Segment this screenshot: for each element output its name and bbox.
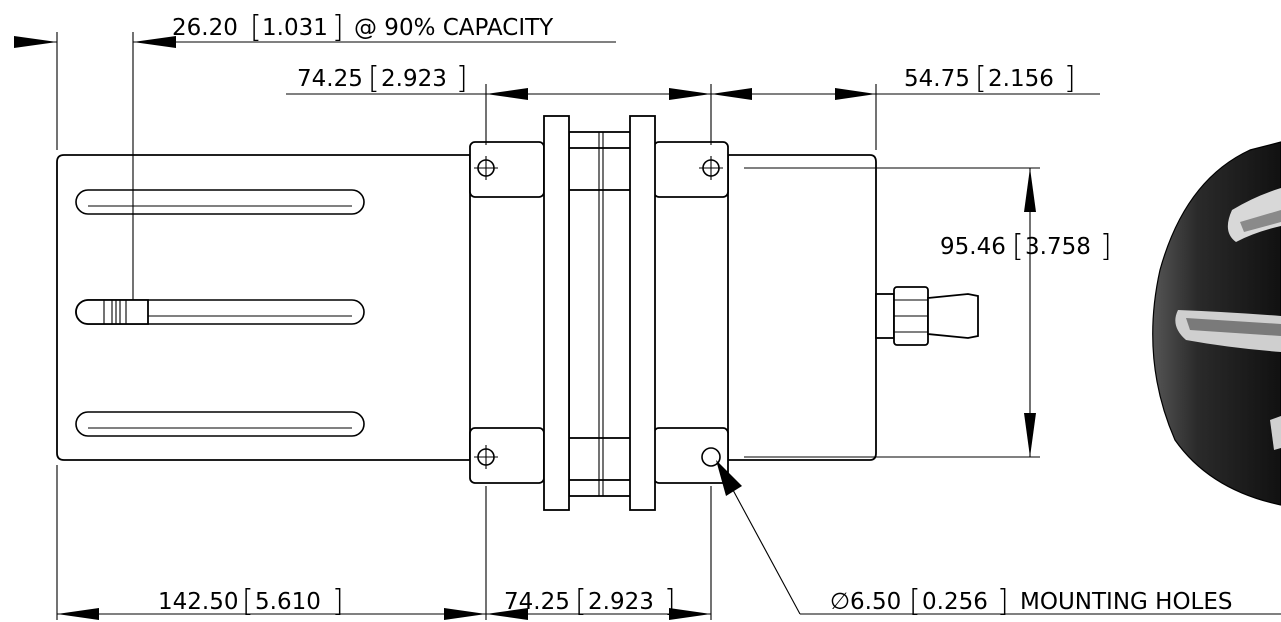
svg-text:[: [ bbox=[909, 584, 921, 619]
dim-top-spacing: 74.25 [ 2.923 ] bbox=[286, 61, 712, 145]
svg-text:]: ] bbox=[664, 584, 676, 619]
dim-capacity: 26.20 [ 1.031 ] @ 90% CAPACITY bbox=[14, 10, 616, 300]
dim-bottom-left-alt: 5.610 bbox=[255, 589, 321, 615]
mounting-tab-top-right bbox=[653, 141, 729, 198]
svg-text:]: ] bbox=[1064, 61, 1076, 96]
dim-bottom-spacing-value: 74.25 bbox=[504, 589, 570, 615]
svg-text:]: ] bbox=[456, 61, 468, 96]
product-render-partial bbox=[1152, 141, 1281, 506]
mounting-tab-top-left bbox=[469, 141, 545, 198]
dim-bottom-left-value: 142.50 bbox=[158, 589, 238, 615]
holes-diameter-symbol: ∅ bbox=[830, 589, 850, 615]
dim-holes-value: 6.50 bbox=[850, 589, 901, 615]
dim-height-alt: 3.758 bbox=[1025, 234, 1091, 260]
dim-bottom-spacing: 74.25 [ 2.923 ] bbox=[486, 486, 712, 620]
dim-holes-alt: 0.256 bbox=[922, 589, 988, 615]
svg-text:[: [ bbox=[1012, 229, 1024, 264]
dim-top-right-alt: 2.156 bbox=[988, 66, 1054, 92]
dim-top-spacing-value: 74.25 bbox=[297, 66, 363, 92]
dim-height: 95.46 [ 3.758 ] bbox=[744, 167, 1112, 458]
dim-holes-note: MOUNTING HOLES bbox=[1020, 589, 1233, 615]
slot-top bbox=[75, 189, 365, 215]
dim-mounting-holes: ∅ 6.50 [ 0.256 ] MOUNTING HOLES bbox=[716, 460, 1281, 619]
svg-text:]: ] bbox=[1100, 229, 1112, 264]
dim-capacity-alt: 1.031 bbox=[262, 15, 328, 41]
dim-bottom-left: 142.50 [ 5.610 ] bbox=[56, 465, 487, 620]
svg-text:]: ] bbox=[997, 584, 1009, 619]
mounting-tab-bottom-left bbox=[469, 427, 545, 484]
svg-text:[: [ bbox=[575, 584, 587, 619]
dim-capacity-note: @ 90% CAPACITY bbox=[354, 15, 554, 41]
svg-text:[: [ bbox=[368, 61, 380, 96]
dim-height-value: 95.46 bbox=[940, 234, 1006, 260]
dim-top-spacing-alt: 2.923 bbox=[381, 66, 447, 92]
svg-text:[: [ bbox=[250, 10, 262, 45]
svg-text:]: ] bbox=[332, 10, 344, 45]
float-indicator bbox=[75, 299, 149, 325]
clamp-assembly bbox=[543, 115, 656, 511]
dim-capacity-value: 26.20 bbox=[172, 15, 238, 41]
svg-text:[: [ bbox=[975, 61, 987, 96]
dim-top-right: 54.75 [ 2.156 ] bbox=[711, 61, 1100, 150]
dim-bottom-spacing-alt: 2.923 bbox=[588, 589, 654, 615]
slot-bottom bbox=[75, 411, 365, 437]
hose-barb-fitting bbox=[875, 286, 979, 346]
svg-text:[: [ bbox=[242, 584, 254, 619]
mounting-tab-bottom-right bbox=[653, 427, 729, 484]
svg-text:]: ] bbox=[332, 584, 344, 619]
plate-outline bbox=[56, 154, 877, 461]
dim-top-right-value: 54.75 bbox=[904, 66, 970, 92]
